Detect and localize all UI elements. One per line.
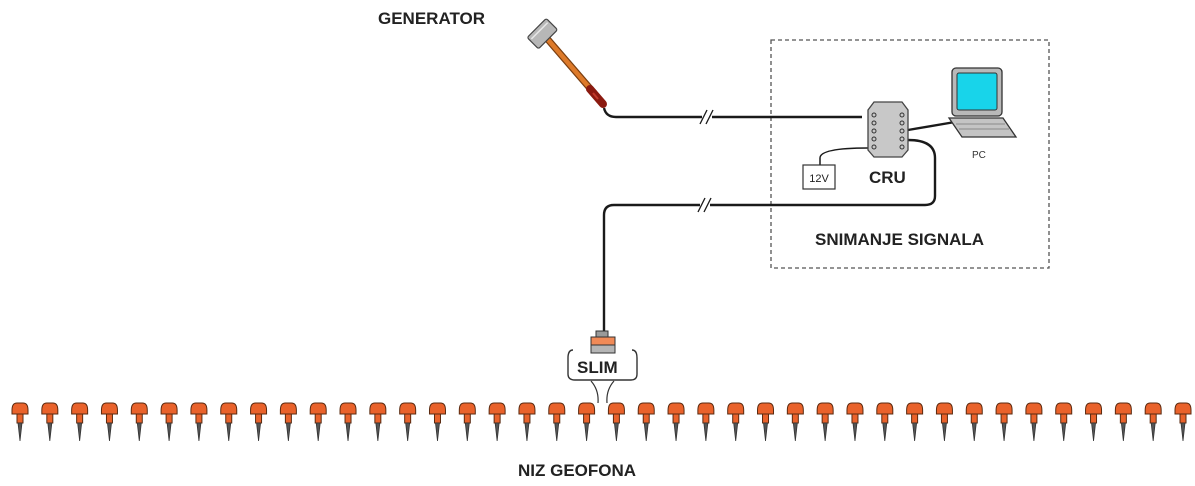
geophone-icon [697,402,715,442]
slim-connector [590,380,615,404]
geophone-icon [548,402,566,442]
geophone-icon [369,402,387,442]
geophone-array [11,402,1192,442]
geophone-icon [1174,402,1192,442]
sledgehammer-icon [527,18,607,108]
geophone-icon [727,402,745,442]
geophone-icon [667,402,685,442]
geophone-icon [1025,402,1043,442]
geophone-icon [250,402,268,442]
geophone-icon [876,402,894,442]
geophone-icon [965,402,983,442]
cru-unit [867,101,909,158]
recording-area-label: SNIMANJE SIGNALA [815,230,984,249]
cable-break-mark-slim [697,197,712,213]
geophone-icon [518,402,536,442]
slim-bracket [567,349,638,381]
geophone-icon [1085,402,1103,442]
cable-break-mark-generator [699,109,714,125]
geophone-icon [1144,402,1162,442]
battery-label: 12V [809,173,829,185]
geophone-icon [339,402,357,442]
generator-cable [602,107,862,119]
geophone-icon [935,402,953,442]
geophone-icon [71,402,89,442]
geophone-icon [786,402,804,442]
slim-cable [602,138,937,338]
geophone-icon [816,402,834,442]
geophone-icon [220,402,238,442]
geophone-icon [1055,402,1073,442]
geophone-icon [11,402,29,442]
pc-label: PC [972,150,986,161]
battery-cable [819,147,869,165]
geophone-icon [846,402,864,442]
geophone-icon [757,402,775,442]
geophone-icon [399,402,417,442]
geophone-icon [160,402,178,442]
geophone-icon [906,402,924,442]
geophone-icon [279,402,297,442]
geophone-icon [1114,402,1132,442]
geophone-icon [458,402,476,442]
geophone-icon [578,402,596,442]
geophone-icon [190,402,208,442]
pc-laptop-icon [947,67,1018,138]
geophone-icon [995,402,1013,442]
geophone-icon [100,402,118,442]
generator-label: GENERATOR [378,9,485,28]
recording-area-frame [770,39,1050,269]
geophone-array-label: NIZ GEOFONA [518,461,636,480]
battery-box [802,164,836,190]
cru-label: CRU [869,168,906,187]
geophone-icon [428,402,446,442]
geophone-icon [637,402,655,442]
geophone-icon [607,402,625,442]
slim-unit [590,330,616,354]
geophone-icon [488,402,506,442]
cru-to-pc-cable [907,120,956,132]
geophone-icon [41,402,59,442]
geophone-icon [130,402,148,442]
geophone-icon [309,402,327,442]
slim-label: SLIM [577,358,618,377]
